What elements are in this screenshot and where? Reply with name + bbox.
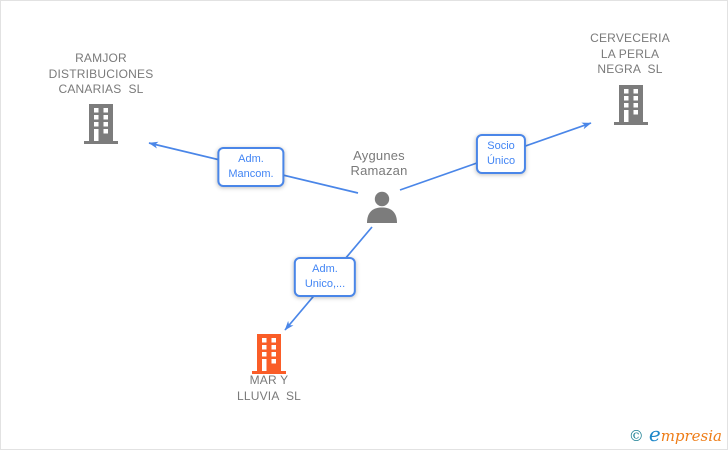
relation-label-socio-unico[interactable]: Socio Único (475, 134, 527, 174)
building-icon (84, 104, 118, 148)
relation-label-adm-mancom[interactable]: Adm. Mancom. (217, 147, 285, 187)
company-node-cerveceria[interactable] (614, 85, 648, 130)
company-label-ramjor: RAMJOR DISTRIBUCIONES CANARIAS SL (48, 51, 154, 96)
empresia-logo-e: e (648, 422, 661, 446)
company-label-mar-y-lluvia: MAR Y LLUVIA SL (236, 373, 302, 403)
person-node[interactable] (365, 191, 399, 228)
person-label: Aygunes Ramazan (350, 148, 408, 178)
copyright-symbol: © (628, 427, 644, 445)
building-icon (614, 85, 648, 129)
company-node-mar-y-lluvia[interactable] (252, 334, 286, 379)
company-label-cerveceria: CERVECERIA LA PERLA NEGRA SL (590, 31, 670, 76)
relation-label-adm-unico[interactable]: Adm. Unico,... (293, 257, 357, 297)
empresia-logo[interactable]: © empresia (629, 422, 722, 446)
building-icon (252, 334, 286, 378)
empresia-logo-text: mpresia (660, 427, 722, 445)
company-node-ramjor[interactable] (84, 104, 118, 149)
person-icon (365, 191, 399, 227)
